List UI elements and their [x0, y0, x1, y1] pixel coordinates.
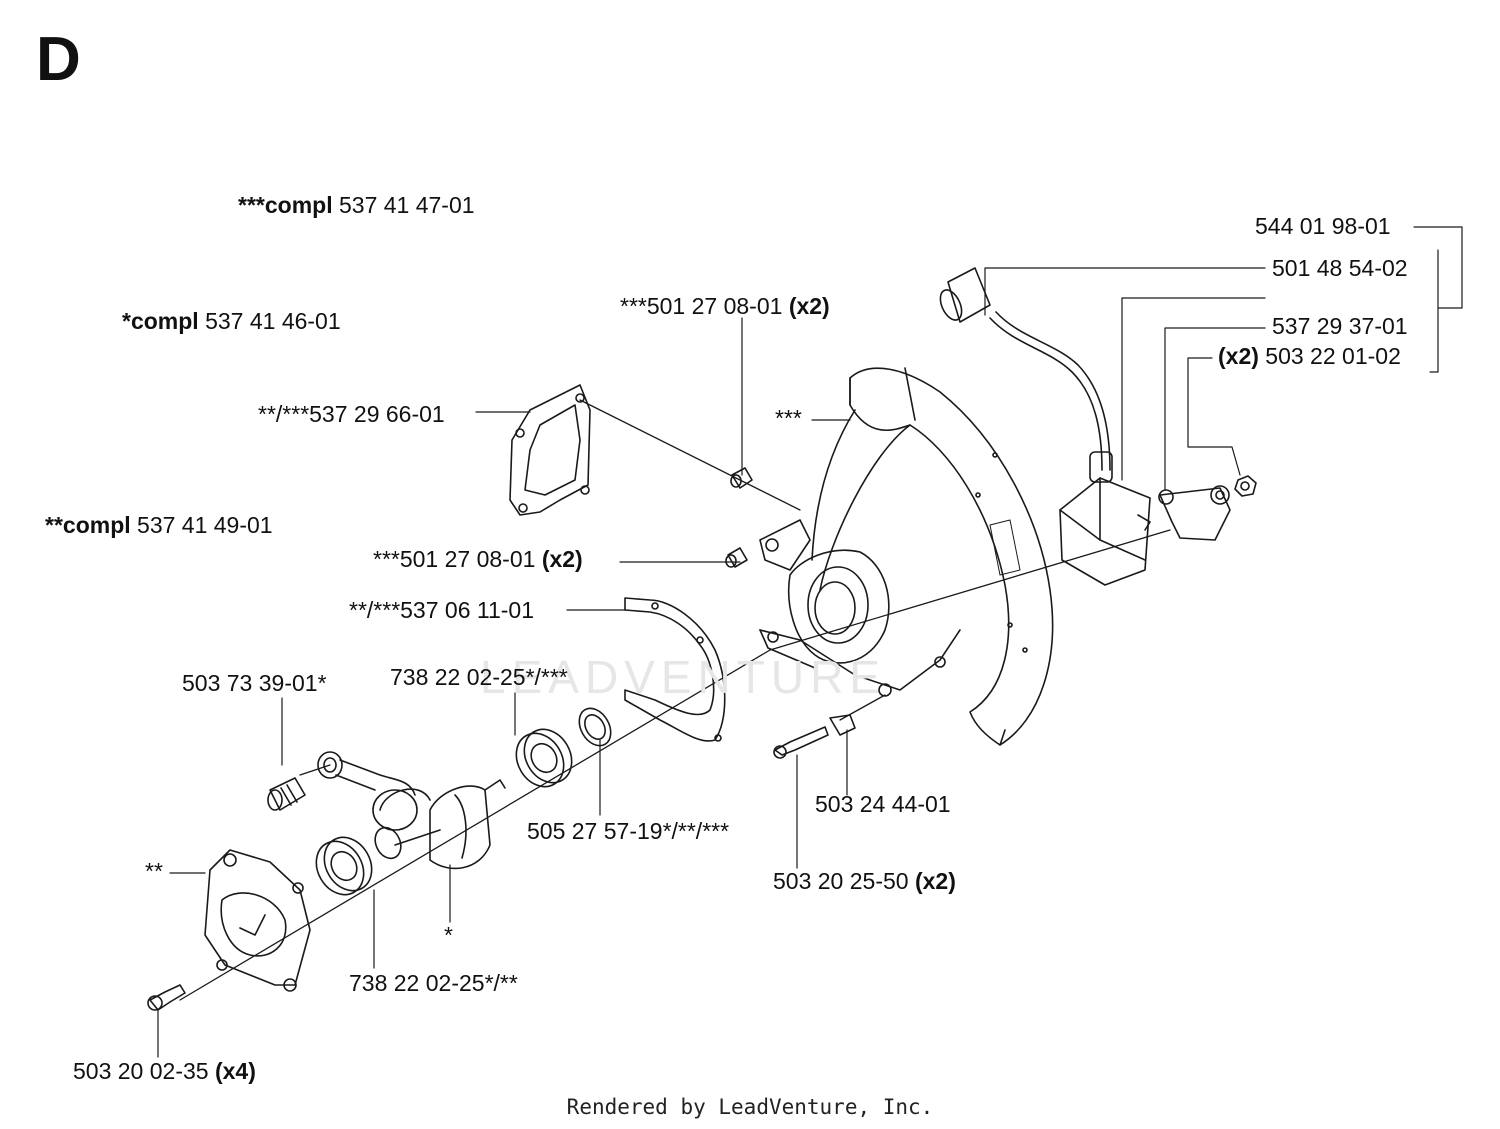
crankshaft [374, 779, 506, 870]
label-505-27-57-19: 505 27 57-19*/**/*** [527, 818, 730, 844]
label-compl-single-star: *compl 537 41 46-01 [122, 308, 341, 334]
ignition-module [1059, 451, 1151, 586]
label-503-20-02-35: 503 20 02-35 (x4) [73, 1058, 256, 1084]
label-537-29-66-01: **/***537 29 66-01 [258, 401, 445, 427]
footer-credit: Rendered by LeadVenture, Inc. [566, 1095, 934, 1119]
label-compl-triple-star: ***compl 537 41 47-01 [238, 192, 475, 218]
crankcase-gasket [624, 597, 726, 742]
ball-bearing-lower [315, 836, 373, 896]
needle-bearing [267, 777, 306, 811]
crankcase-housing [759, 367, 1054, 746]
ignition-lead [939, 267, 1111, 471]
label-501-27-08-01-upper: ***501 27 08-01 (x2) [620, 293, 830, 319]
label-501-48-54-02: 501 48 54-02 [1272, 255, 1408, 281]
label-537-06-11-01: **/***537 06 11-01 [349, 597, 534, 623]
label-housing-stars: *** [775, 405, 802, 431]
bracket-and-nut [1158, 475, 1257, 541]
label-501-27-08-01-lower: ***501 27 08-01 (x2) [373, 546, 583, 572]
leader-lines [157, 226, 1463, 1058]
label-738-22-02-25-lower: 738 22 02-25*/** [349, 970, 518, 996]
label-503-24-44-01: 503 24 44-01 [815, 791, 951, 817]
screws [147, 714, 856, 1011]
label-738-22-02-25-upper: 738 22 02-25*/*** [390, 664, 568, 690]
ball-bearing-upper [515, 728, 573, 788]
dowel-pins [725, 467, 753, 568]
crankcase-cover [204, 849, 311, 992]
label-503-73-39-01: 503 73 39-01* [182, 670, 327, 696]
label-cover-stars: ** [145, 858, 163, 884]
label-503-22-01-02: (x2) 503 22 01-02 [1218, 343, 1401, 369]
cylinder-gasket [509, 384, 591, 516]
label-544-01-98-01: 544 01 98-01 [1255, 213, 1391, 239]
connecting-rod [317, 751, 418, 831]
label-537-29-37-01: 537 29 37-01 [1272, 313, 1408, 339]
oil-seal [578, 707, 612, 747]
label-compl-double-star: **compl 537 41 49-01 [45, 512, 273, 538]
section-letter: D [36, 25, 81, 94]
label-503-20-25-50: 503 20 25-50 (x2) [773, 868, 956, 894]
label-crankshaft-star: * [444, 922, 453, 948]
watermark-text: LEADVENTURE [480, 651, 886, 703]
